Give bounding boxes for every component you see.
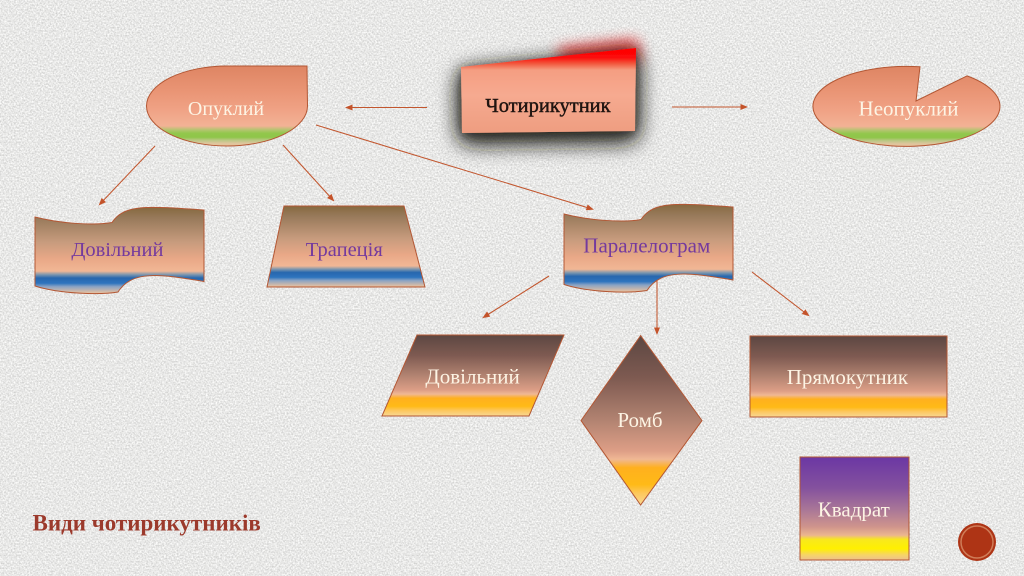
svg-text:Види чотирикутників: Види чотирикутників (33, 511, 261, 536)
svg-text:Чотирикутник: Чотирикутник (485, 95, 610, 117)
svg-text:Ромб: Ромб (617, 408, 662, 432)
svg-text:Паралелограм: Паралелограм (583, 234, 710, 258)
svg-text:Трапеція: Трапеція (306, 239, 384, 261)
svg-text:Довільний: Довільний (425, 365, 519, 389)
svg-text:Опуклий: Опуклий (188, 98, 265, 120)
svg-text:Довільний: Довільний (71, 239, 163, 261)
svg-text:Прямокутник: Прямокутник (787, 365, 909, 389)
svg-text:Неопуклий: Неопуклий (859, 96, 959, 120)
svg-text:Квадрат: Квадрат (818, 498, 890, 522)
